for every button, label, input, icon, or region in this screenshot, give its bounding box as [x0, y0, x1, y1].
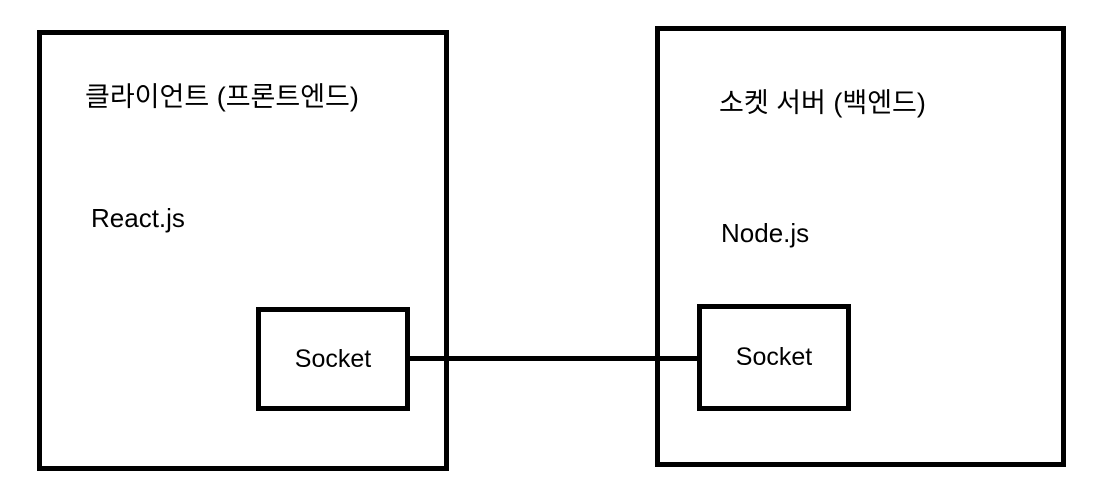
client-socket-label: Socket — [294, 344, 372, 373]
socket-server-title: 소켓 서버 (백엔드) — [719, 88, 926, 118]
server-socket-box: Socket — [697, 304, 851, 411]
client-frontend-title: 클라이언트 (프론트엔드) — [85, 82, 359, 112]
socket-connection-line — [405, 356, 702, 361]
client-socket-box: Socket — [256, 307, 410, 411]
server-tech-label: Node.js — [721, 218, 810, 248]
server-socket-label: Socket — [735, 343, 813, 371]
client-tech-label: React.js — [91, 203, 185, 233]
